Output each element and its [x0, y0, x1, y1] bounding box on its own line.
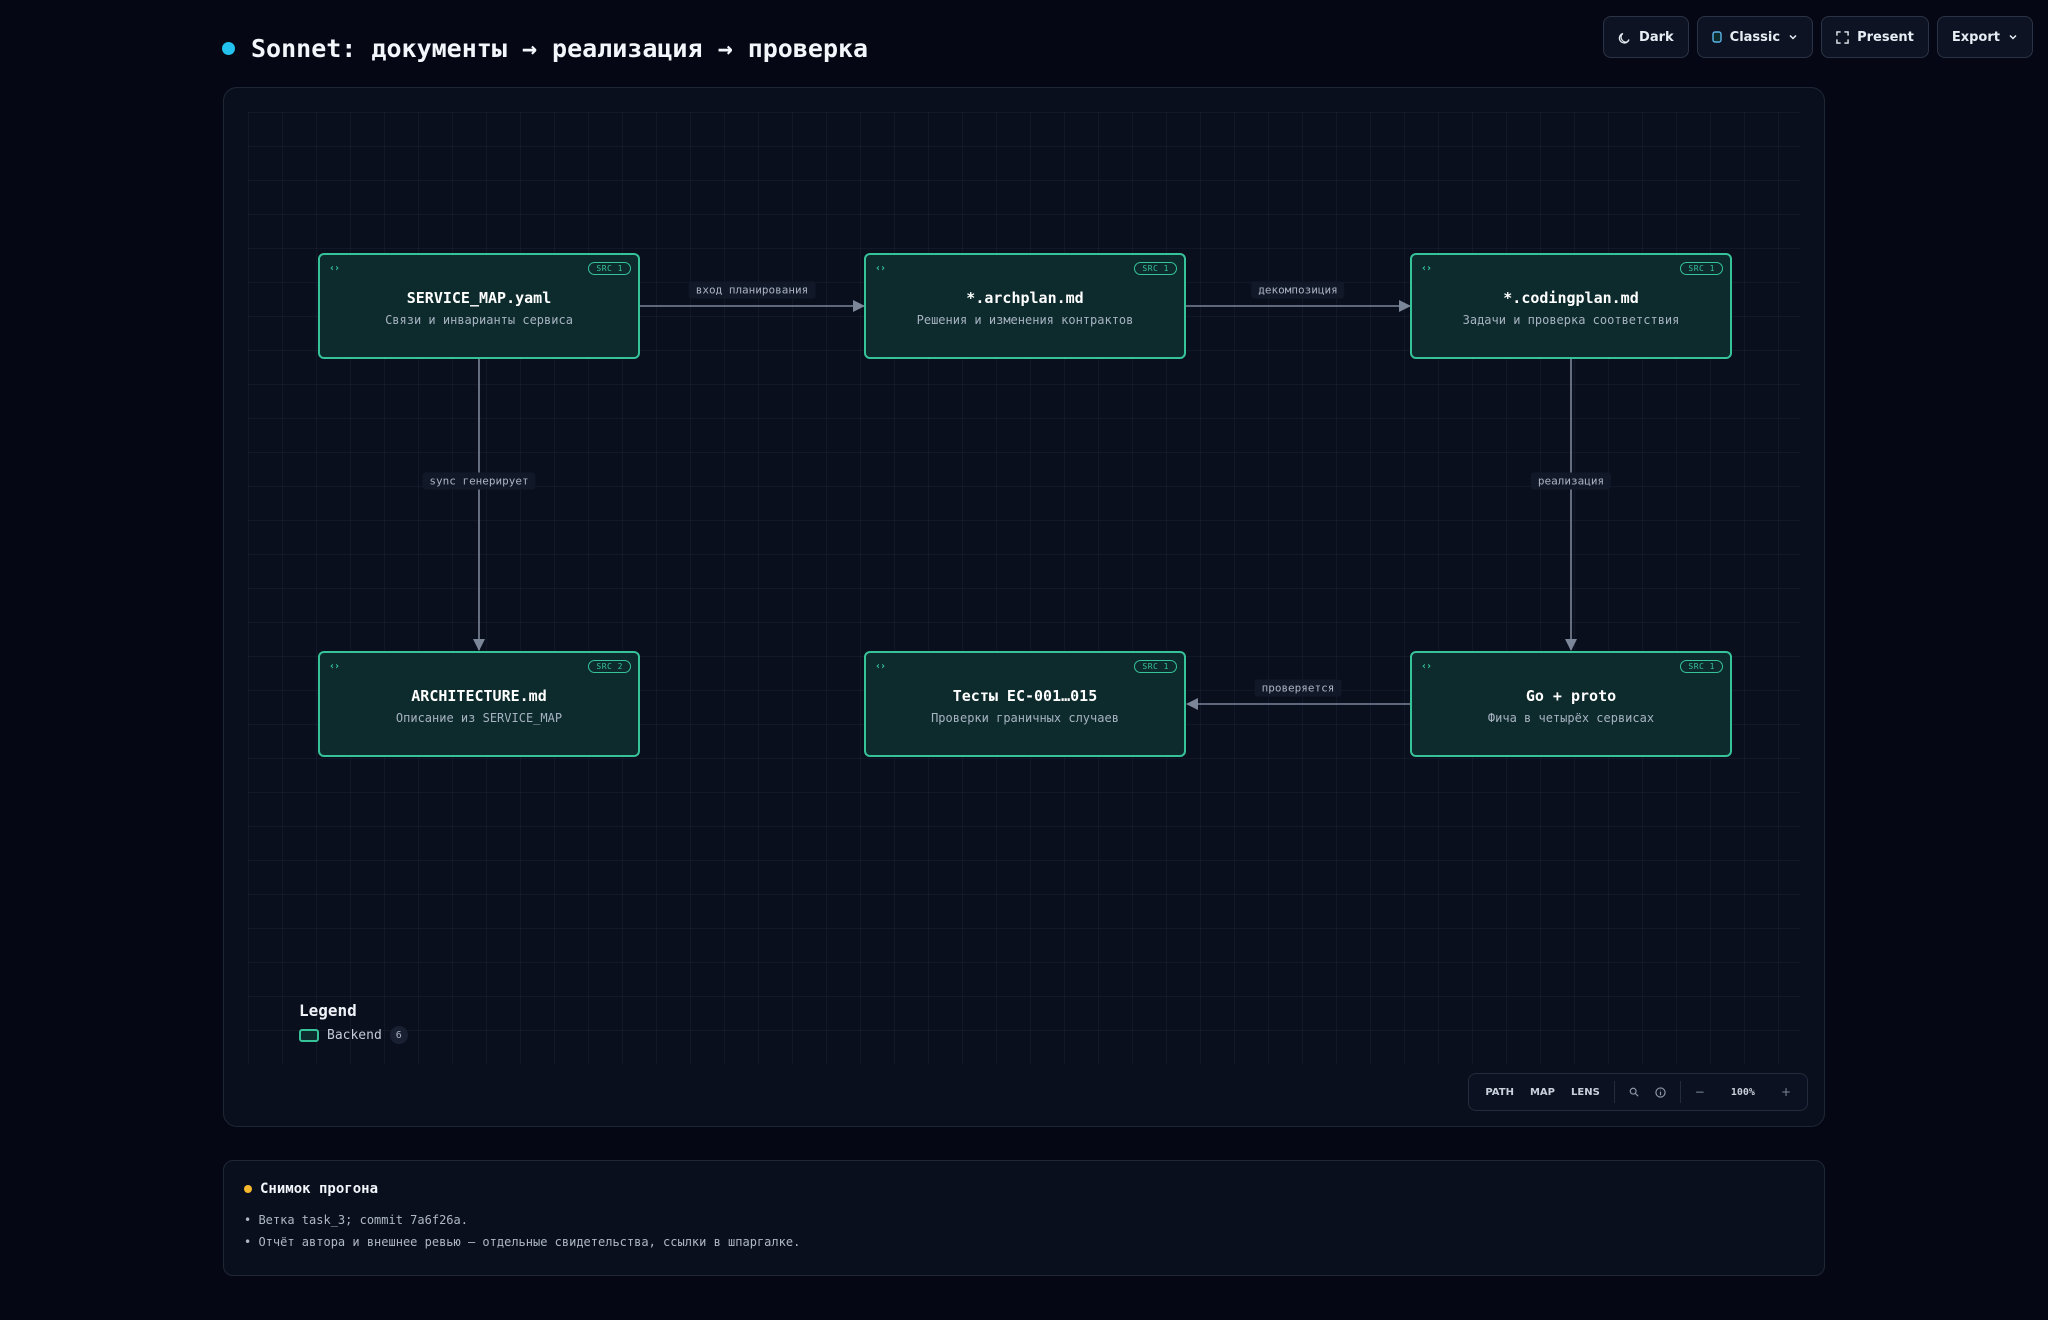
code-brackets-icon: ‹›	[875, 661, 886, 672]
zoom-level: 100%	[1730, 1086, 1755, 1098]
dark-mode-button[interactable]: Dark	[1603, 16, 1689, 58]
source-badge: SRC 1	[1134, 660, 1177, 673]
node-subtitle: Задачи и проверка соответствия	[1462, 313, 1680, 327]
search-icon	[1629, 1087, 1639, 1097]
node-title: *.codingplan.md	[1503, 289, 1639, 307]
present-button[interactable]: Present	[1821, 16, 1929, 58]
present-label: Present	[1857, 29, 1914, 45]
node-codingplan[interactable]: ‹› SRC 1 *.codingplan.md Задачи и провер…	[1410, 253, 1732, 359]
list-item: Отчёт автора и внешнее ревью — отдельные…	[244, 1231, 1804, 1253]
toolbar: Dark Classic Present Export	[1603, 16, 2033, 58]
node-title: *.archplan.md	[966, 289, 1084, 307]
code-brackets-icon: ‹›	[875, 263, 886, 274]
node-title: SERVICE_MAP.yaml	[406, 289, 552, 307]
node-subtitle: Решения и изменения контрактов	[916, 313, 1134, 327]
theme-select-label: Classic	[1729, 29, 1781, 45]
info-icon	[1655, 1086, 1666, 1098]
code-brackets-icon: ‹›	[1421, 263, 1432, 274]
edge-label: проверяется	[1254, 679, 1342, 697]
source-badge: SRC 2	[588, 660, 631, 673]
divider	[1679, 1081, 1681, 1103]
edge-label: sync генерирует	[422, 472, 536, 490]
node-subtitle: Описание из SERVICE_MAP	[395, 711, 563, 725]
legend-label: Backend	[327, 1027, 382, 1043]
search-button[interactable]	[1621, 1074, 1647, 1110]
run-snapshot-panel: Снимок прогона Ветка task_3; commit 7a6f…	[223, 1160, 1825, 1276]
node-architecture[interactable]: ‹› SRC 2 ARCHITECTURE.md Описание из SER…	[318, 651, 640, 757]
divider	[1613, 1081, 1615, 1103]
source-badge: SRC 1	[588, 262, 631, 275]
edges-layer	[473, 300, 1577, 710]
code-brackets-icon: ‹›	[1421, 661, 1432, 672]
info-button[interactable]	[1647, 1074, 1674, 1110]
path-button[interactable]: PATH	[1485, 1086, 1514, 1098]
node-title: Тесты EC-001…015	[952, 687, 1098, 705]
status-dot	[244, 1185, 252, 1193]
node-service-map[interactable]: ‹› SRC 1 SERVICE_MAP.yaml Связи и инвари…	[318, 253, 640, 359]
legend-swatch	[299, 1028, 319, 1042]
fullscreen-icon	[1836, 30, 1849, 44]
edge-label: декомпозиция	[1251, 281, 1345, 299]
source-badge: SRC 1	[1680, 660, 1723, 673]
code-brackets-icon: ‹›	[329, 661, 340, 672]
edge-label: вход планирования	[688, 281, 816, 299]
legend-count: 6	[389, 1026, 408, 1044]
node-subtitle: Проверки граничных случаев	[931, 711, 1119, 725]
header: Sonnet: документы → реализация → проверк…	[222, 28, 868, 68]
node-title: ARCHITECTURE.md	[411, 687, 547, 705]
dark-mode-label: Dark	[1639, 29, 1674, 45]
node-title: Go + proto	[1525, 687, 1617, 705]
snapshot-title: Снимок прогона	[260, 1181, 379, 1197]
node-subtitle: Фича в четырёх сервисах	[1487, 711, 1655, 725]
source-badge: SRC 1	[1680, 262, 1723, 275]
snapshot-list: Ветка task_3; commit 7a6f26a. Отчёт авто…	[244, 1209, 1804, 1253]
zoom-out-button[interactable]: −	[1694, 1085, 1705, 1099]
list-item: Ветка task_3; commit 7a6f26a.	[244, 1209, 1804, 1231]
node-goproto[interactable]: ‹› SRC 1 Go + proto Фича в четырёх серви…	[1410, 651, 1732, 757]
moon-icon	[1618, 32, 1630, 44]
export-button[interactable]: Export	[1936, 16, 2033, 58]
map-button[interactable]: MAP	[1529, 1086, 1555, 1098]
legend-title: Legend	[299, 1001, 357, 1020]
legend-item-backend[interactable]: Backend 6	[299, 1026, 408, 1044]
chevron-down-icon	[2009, 34, 2017, 40]
page-title: Sonnet: документы → реализация → проверк…	[251, 33, 869, 63]
zoom-in-button[interactable]: +	[1780, 1085, 1791, 1099]
edge-label: реализация	[1530, 472, 1612, 490]
theme-swatch-icon	[1711, 31, 1722, 43]
code-brackets-icon: ‹›	[329, 263, 340, 274]
lens-button[interactable]: LENS	[1571, 1086, 1600, 1098]
snapshot-header: Снимок прогона	[244, 1181, 1804, 1197]
theme-select-button[interactable]: Classic	[1696, 16, 1814, 58]
chevron-down-icon	[1789, 34, 1797, 40]
diagram-canvas[interactable]: вход планирования декомпозиция sync гене…	[223, 87, 1825, 1127]
node-subtitle: Связи и инварианты сервиса	[385, 313, 573, 327]
legend: Legend Backend 6	[299, 1001, 408, 1044]
canvas-controls: PATH MAP LENS − 100% +	[1468, 1073, 1808, 1111]
node-tests[interactable]: ‹› SRC 1 Тесты EC-001…015 Проверки грани…	[864, 651, 1186, 757]
export-label: Export	[1951, 29, 2000, 45]
source-badge: SRC 1	[1134, 262, 1177, 275]
node-archplan[interactable]: ‹› SRC 1 *.archplan.md Решения и изменен…	[864, 253, 1186, 359]
status-dot	[222, 41, 235, 55]
